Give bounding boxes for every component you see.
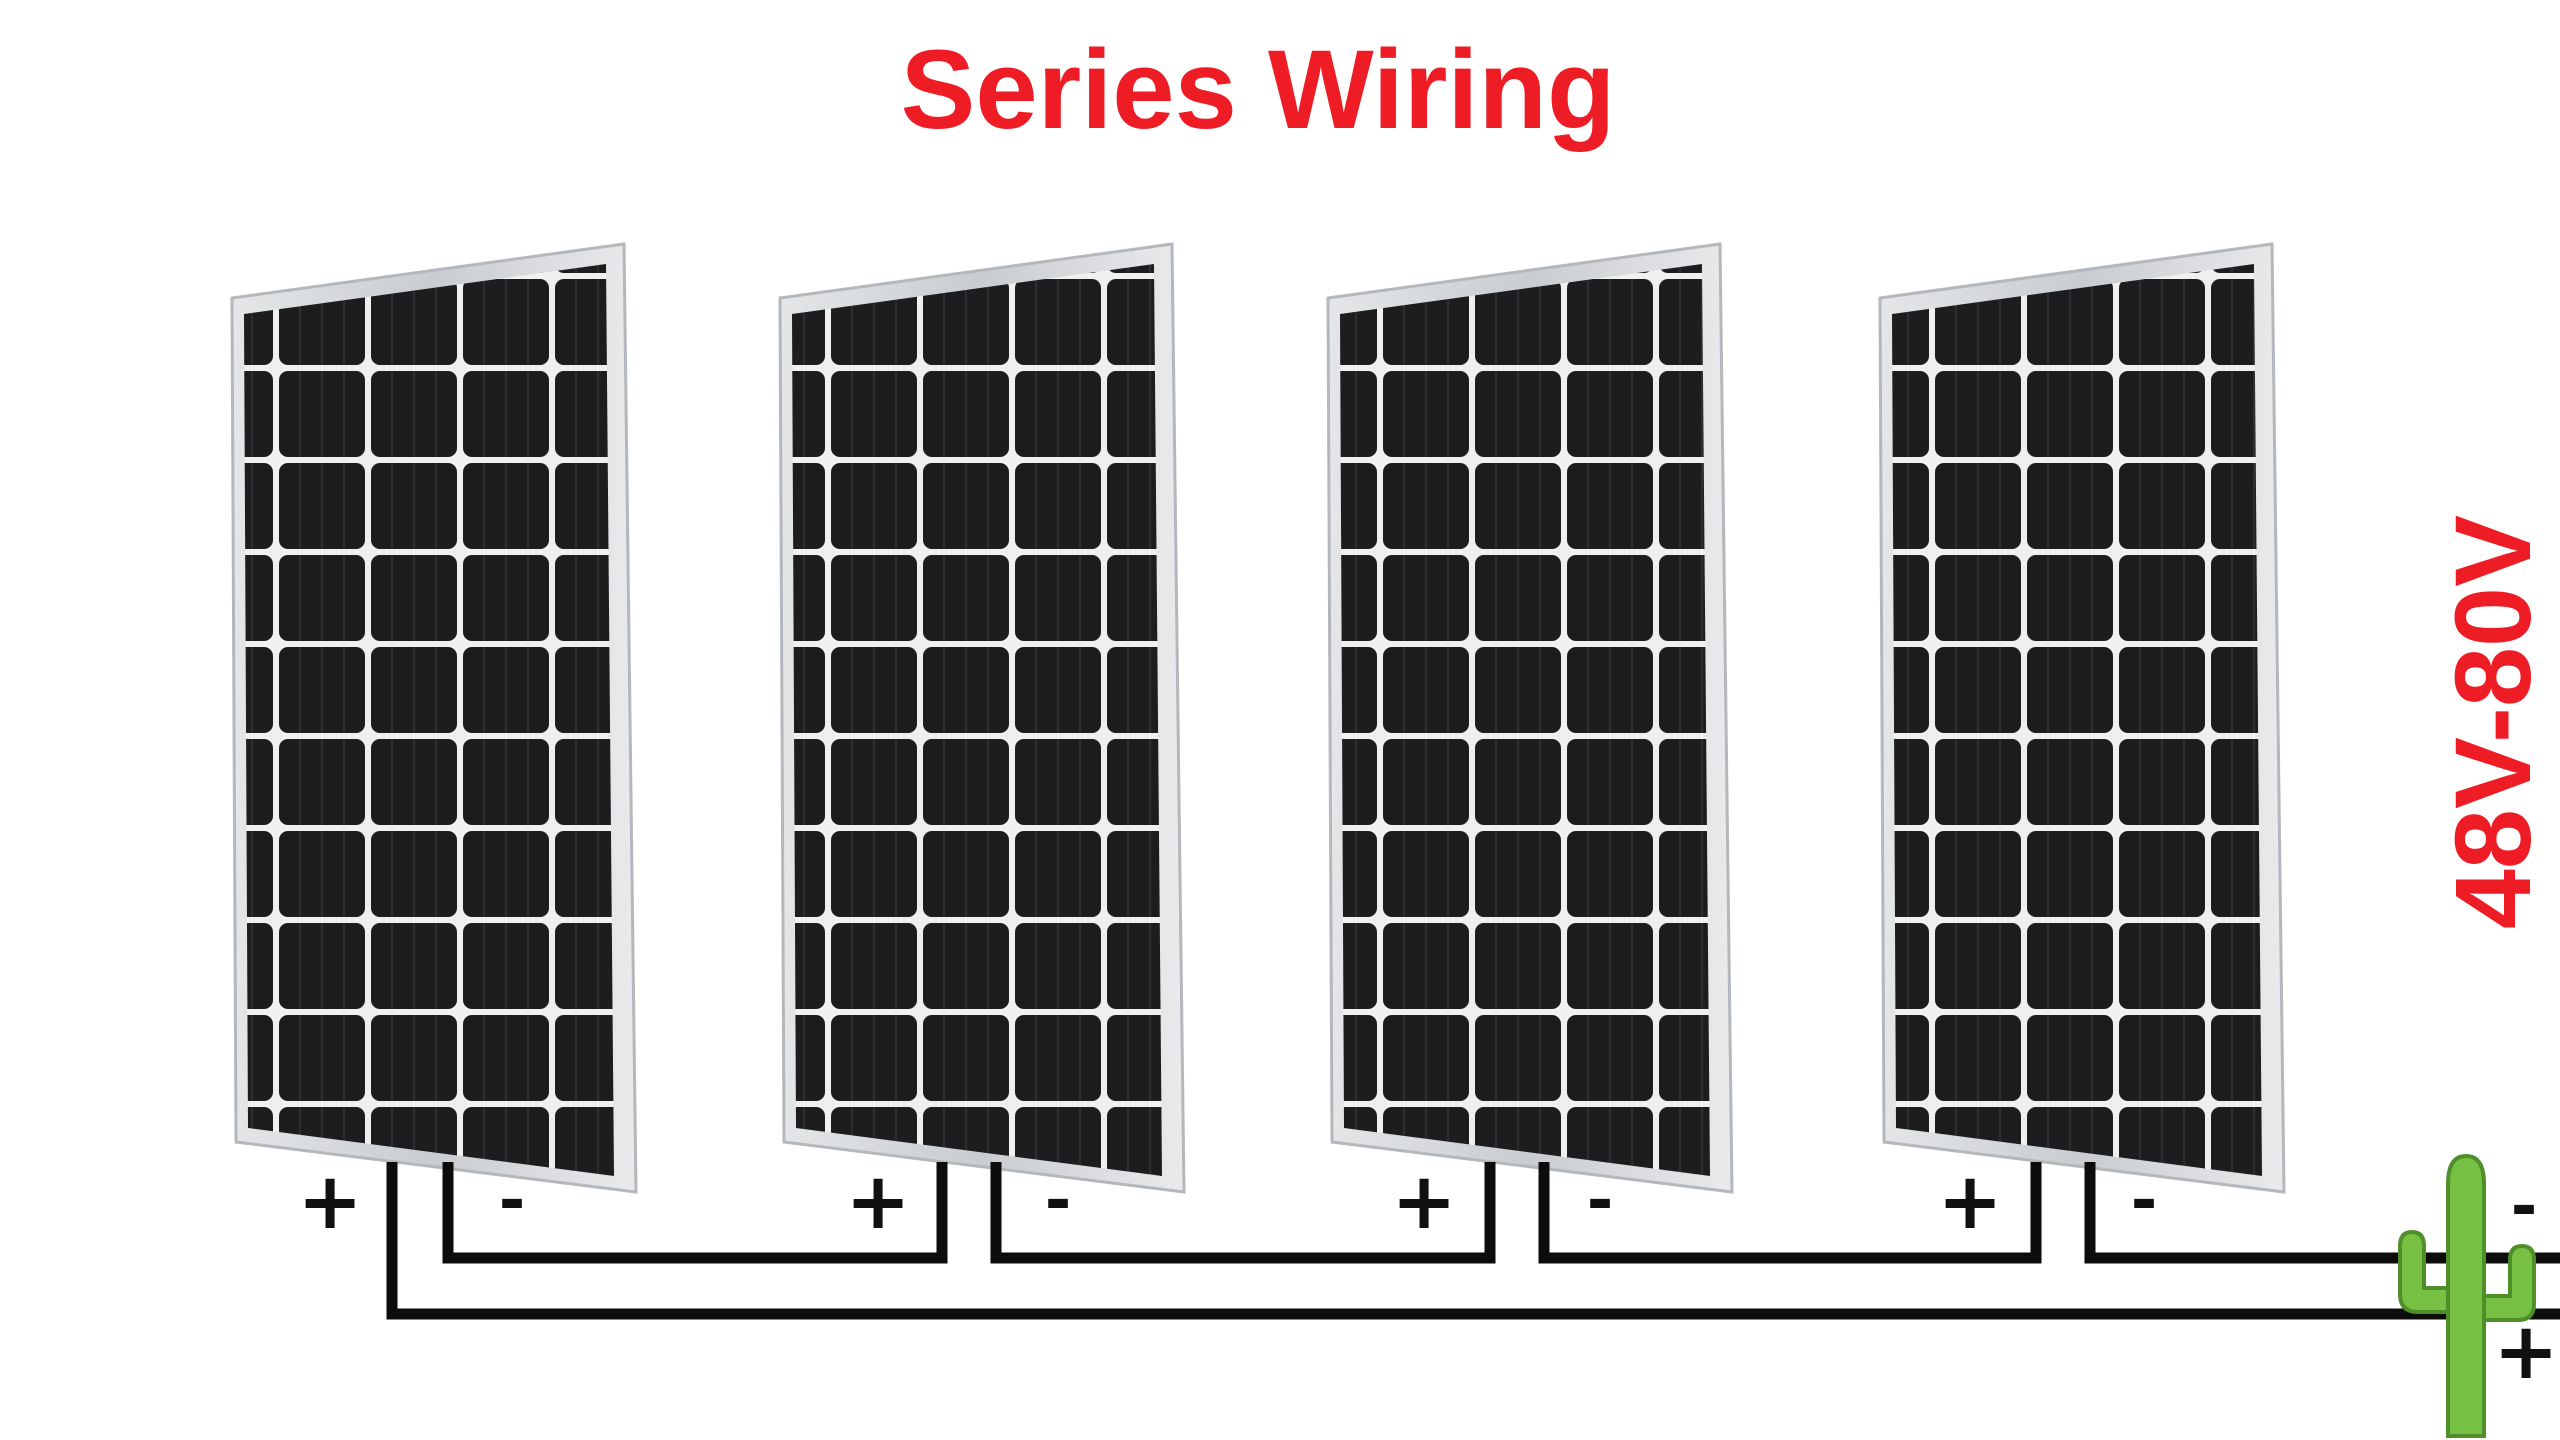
panel-1-minus: - [499, 1164, 526, 1238]
solar-panel-3 [1326, 242, 1734, 1194]
panel-3-plus: + [1391, 1157, 1456, 1247]
voltage-label: 48V-80V [2432, 515, 2553, 929]
solar-panel-2 [778, 242, 1186, 1194]
panel-2-plus: + [845, 1157, 910, 1247]
panel-4-plus: + [1937, 1157, 2002, 1247]
solar-panel-1 [230, 242, 638, 1194]
diagram-title: Series Wiring [901, 27, 1616, 152]
cactus-icon [2398, 1153, 2536, 1438]
panel-3-minus: - [1587, 1164, 1614, 1238]
output-minus: - [2511, 1170, 2538, 1244]
series-wires [386, 1162, 2560, 1320]
solar-panel-4 [1878, 242, 2286, 1194]
panel-1-plus: + [297, 1157, 362, 1247]
panel-2-minus: - [1045, 1164, 1072, 1238]
panel-4-minus: - [2131, 1164, 2158, 1238]
polarity-labels: + - + - + - + - - + [297, 1157, 2558, 1397]
